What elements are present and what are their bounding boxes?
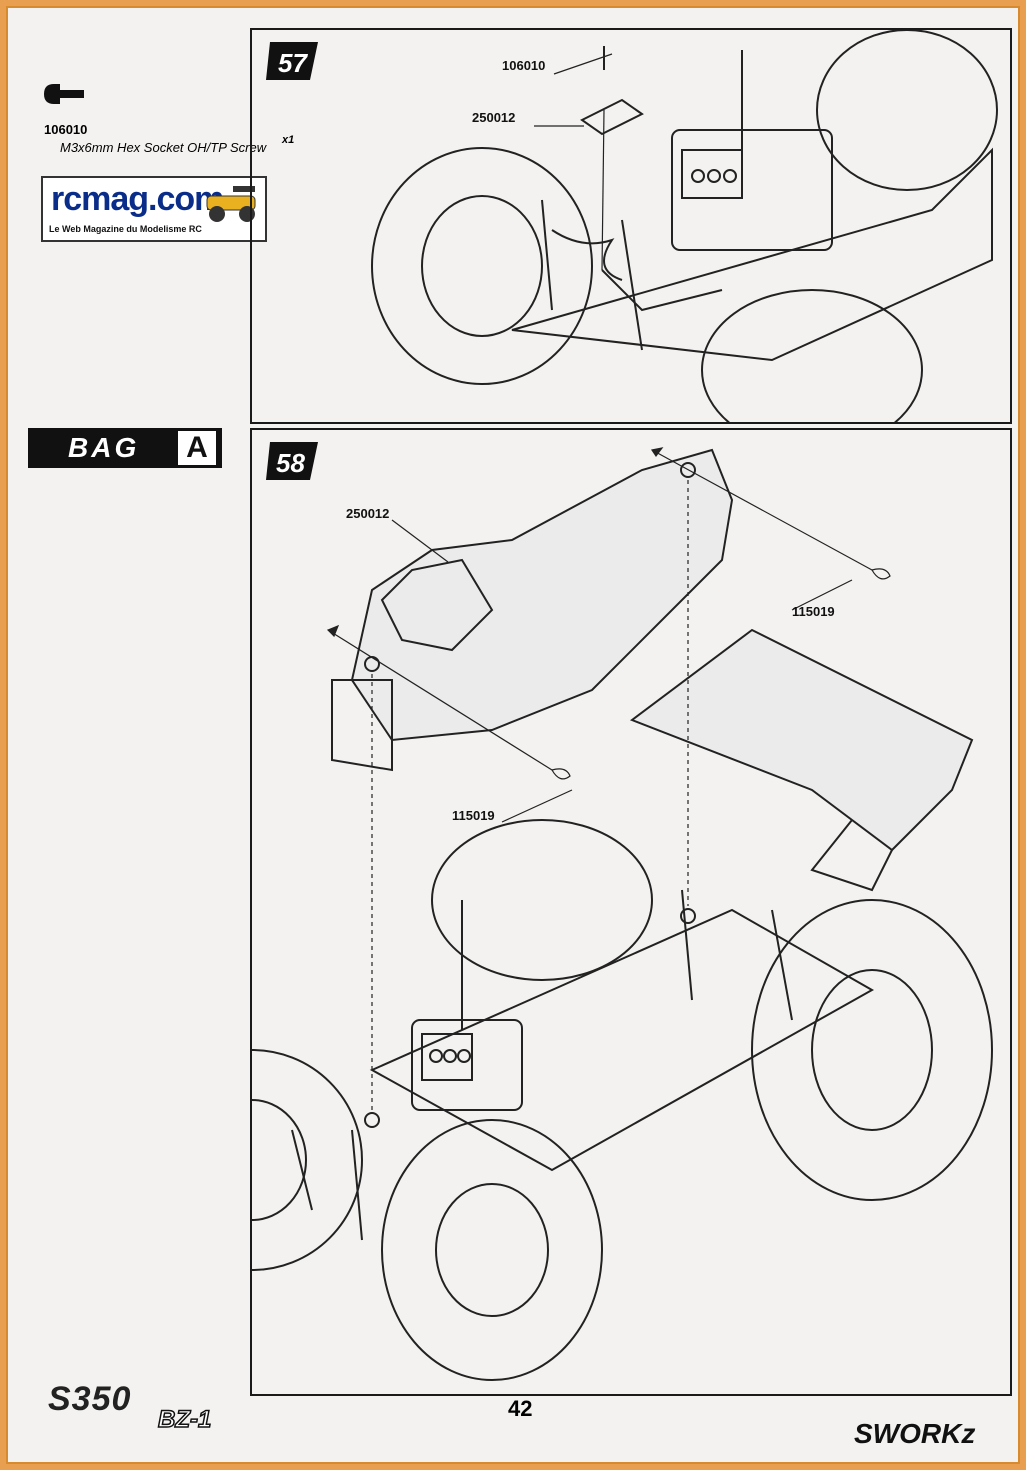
page-number: 42 xyxy=(508,1396,533,1421)
screw-icon xyxy=(44,84,84,104)
bag-header: BAG A xyxy=(28,428,222,468)
car-logo-icon xyxy=(206,186,256,222)
brand-logo: SWORKz xyxy=(854,1418,976,1449)
step-57-badge: 57 xyxy=(266,42,318,80)
rcmag-logo: rcmag.com Le Web Magazine du Modelisme R… xyxy=(41,176,267,242)
bag-label: BAG xyxy=(68,432,140,463)
step-58-badge: 58 xyxy=(266,442,318,480)
part-label-115019-left: 115019 xyxy=(452,808,495,823)
part-label-250012-body: 250012 xyxy=(346,506,390,521)
part-label-106010: 106010 xyxy=(502,58,546,73)
model-sub-logo: BZ-1 xyxy=(157,1405,212,1434)
screw-part-code: 106010 xyxy=(44,122,88,137)
screw-part-name: M3x6mm Hex Socket OH/TP Screw xyxy=(60,140,267,155)
logo-tagline: Le Web Magazine du Modelisme RC xyxy=(49,224,202,234)
manual-page: 106010 M3x6mm Hex Socket OH/TP Screw x1 … xyxy=(6,6,1020,1464)
screw-quantity: x1 xyxy=(282,134,295,146)
bag-letter: A xyxy=(178,431,216,465)
step-57-panel: 106010 250012 xyxy=(250,28,1012,424)
step-58-illustration xyxy=(252,447,993,1381)
part-label-250012: 250012 xyxy=(472,110,516,125)
part-label-115019-right: 115019 xyxy=(792,604,835,619)
step-58-panel: 250012 115019 115019 xyxy=(250,428,1012,1396)
logo-text: rcmag.com xyxy=(51,180,224,218)
step-58-number: 58 xyxy=(276,448,305,478)
step-57-illustration xyxy=(371,30,998,422)
step-57-number: 57 xyxy=(278,48,308,78)
model-logo: S350 xyxy=(48,1380,132,1418)
